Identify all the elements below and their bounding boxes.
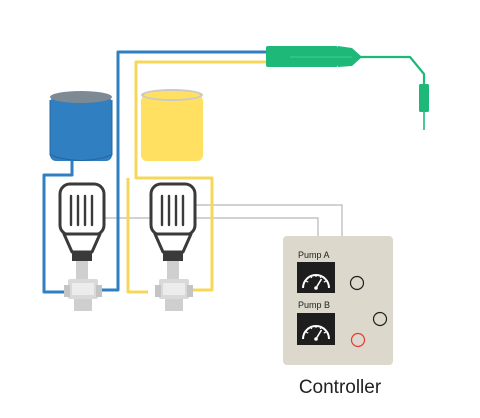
gauge-icon <box>297 262 335 293</box>
green-output-line <box>360 55 426 84</box>
valve-icon <box>64 261 102 311</box>
pump-b-label: Pump B <box>298 300 330 310</box>
signal-wires <box>60 204 343 236</box>
reservoir-yellow <box>141 89 203 161</box>
yellow-fluid-line <box>126 60 270 294</box>
syringe-pump-icon <box>58 182 106 261</box>
wire-pump-b <box>175 204 343 236</box>
indicator-button-2[interactable] <box>372 311 388 327</box>
reservoir-blue <box>49 91 113 161</box>
mixer-nozzle-icon <box>266 46 362 67</box>
cylinder-icon <box>49 91 113 161</box>
yellow-line-to-mixer <box>134 60 270 292</box>
gauge-icon <box>297 313 335 345</box>
needle-icon <box>419 84 429 112</box>
wire-pump-a <box>60 217 319 236</box>
pump-a <box>58 182 106 311</box>
yellow-line-from-reservoir <box>126 178 148 294</box>
syringe-pump-icon <box>149 182 197 261</box>
controller: Pump A Pump B <box>283 236 393 365</box>
valve-icon <box>155 261 193 311</box>
green-output <box>360 55 429 130</box>
indicator-button-1[interactable] <box>349 275 365 291</box>
cylinder-icon <box>141 89 203 161</box>
indicator-button-red[interactable] <box>350 332 366 348</box>
pump-a-label: Pump A <box>298 250 330 260</box>
pump-b <box>149 182 197 311</box>
controller-title: Controller <box>299 377 382 398</box>
blue-line-from-reservoir <box>42 160 74 294</box>
